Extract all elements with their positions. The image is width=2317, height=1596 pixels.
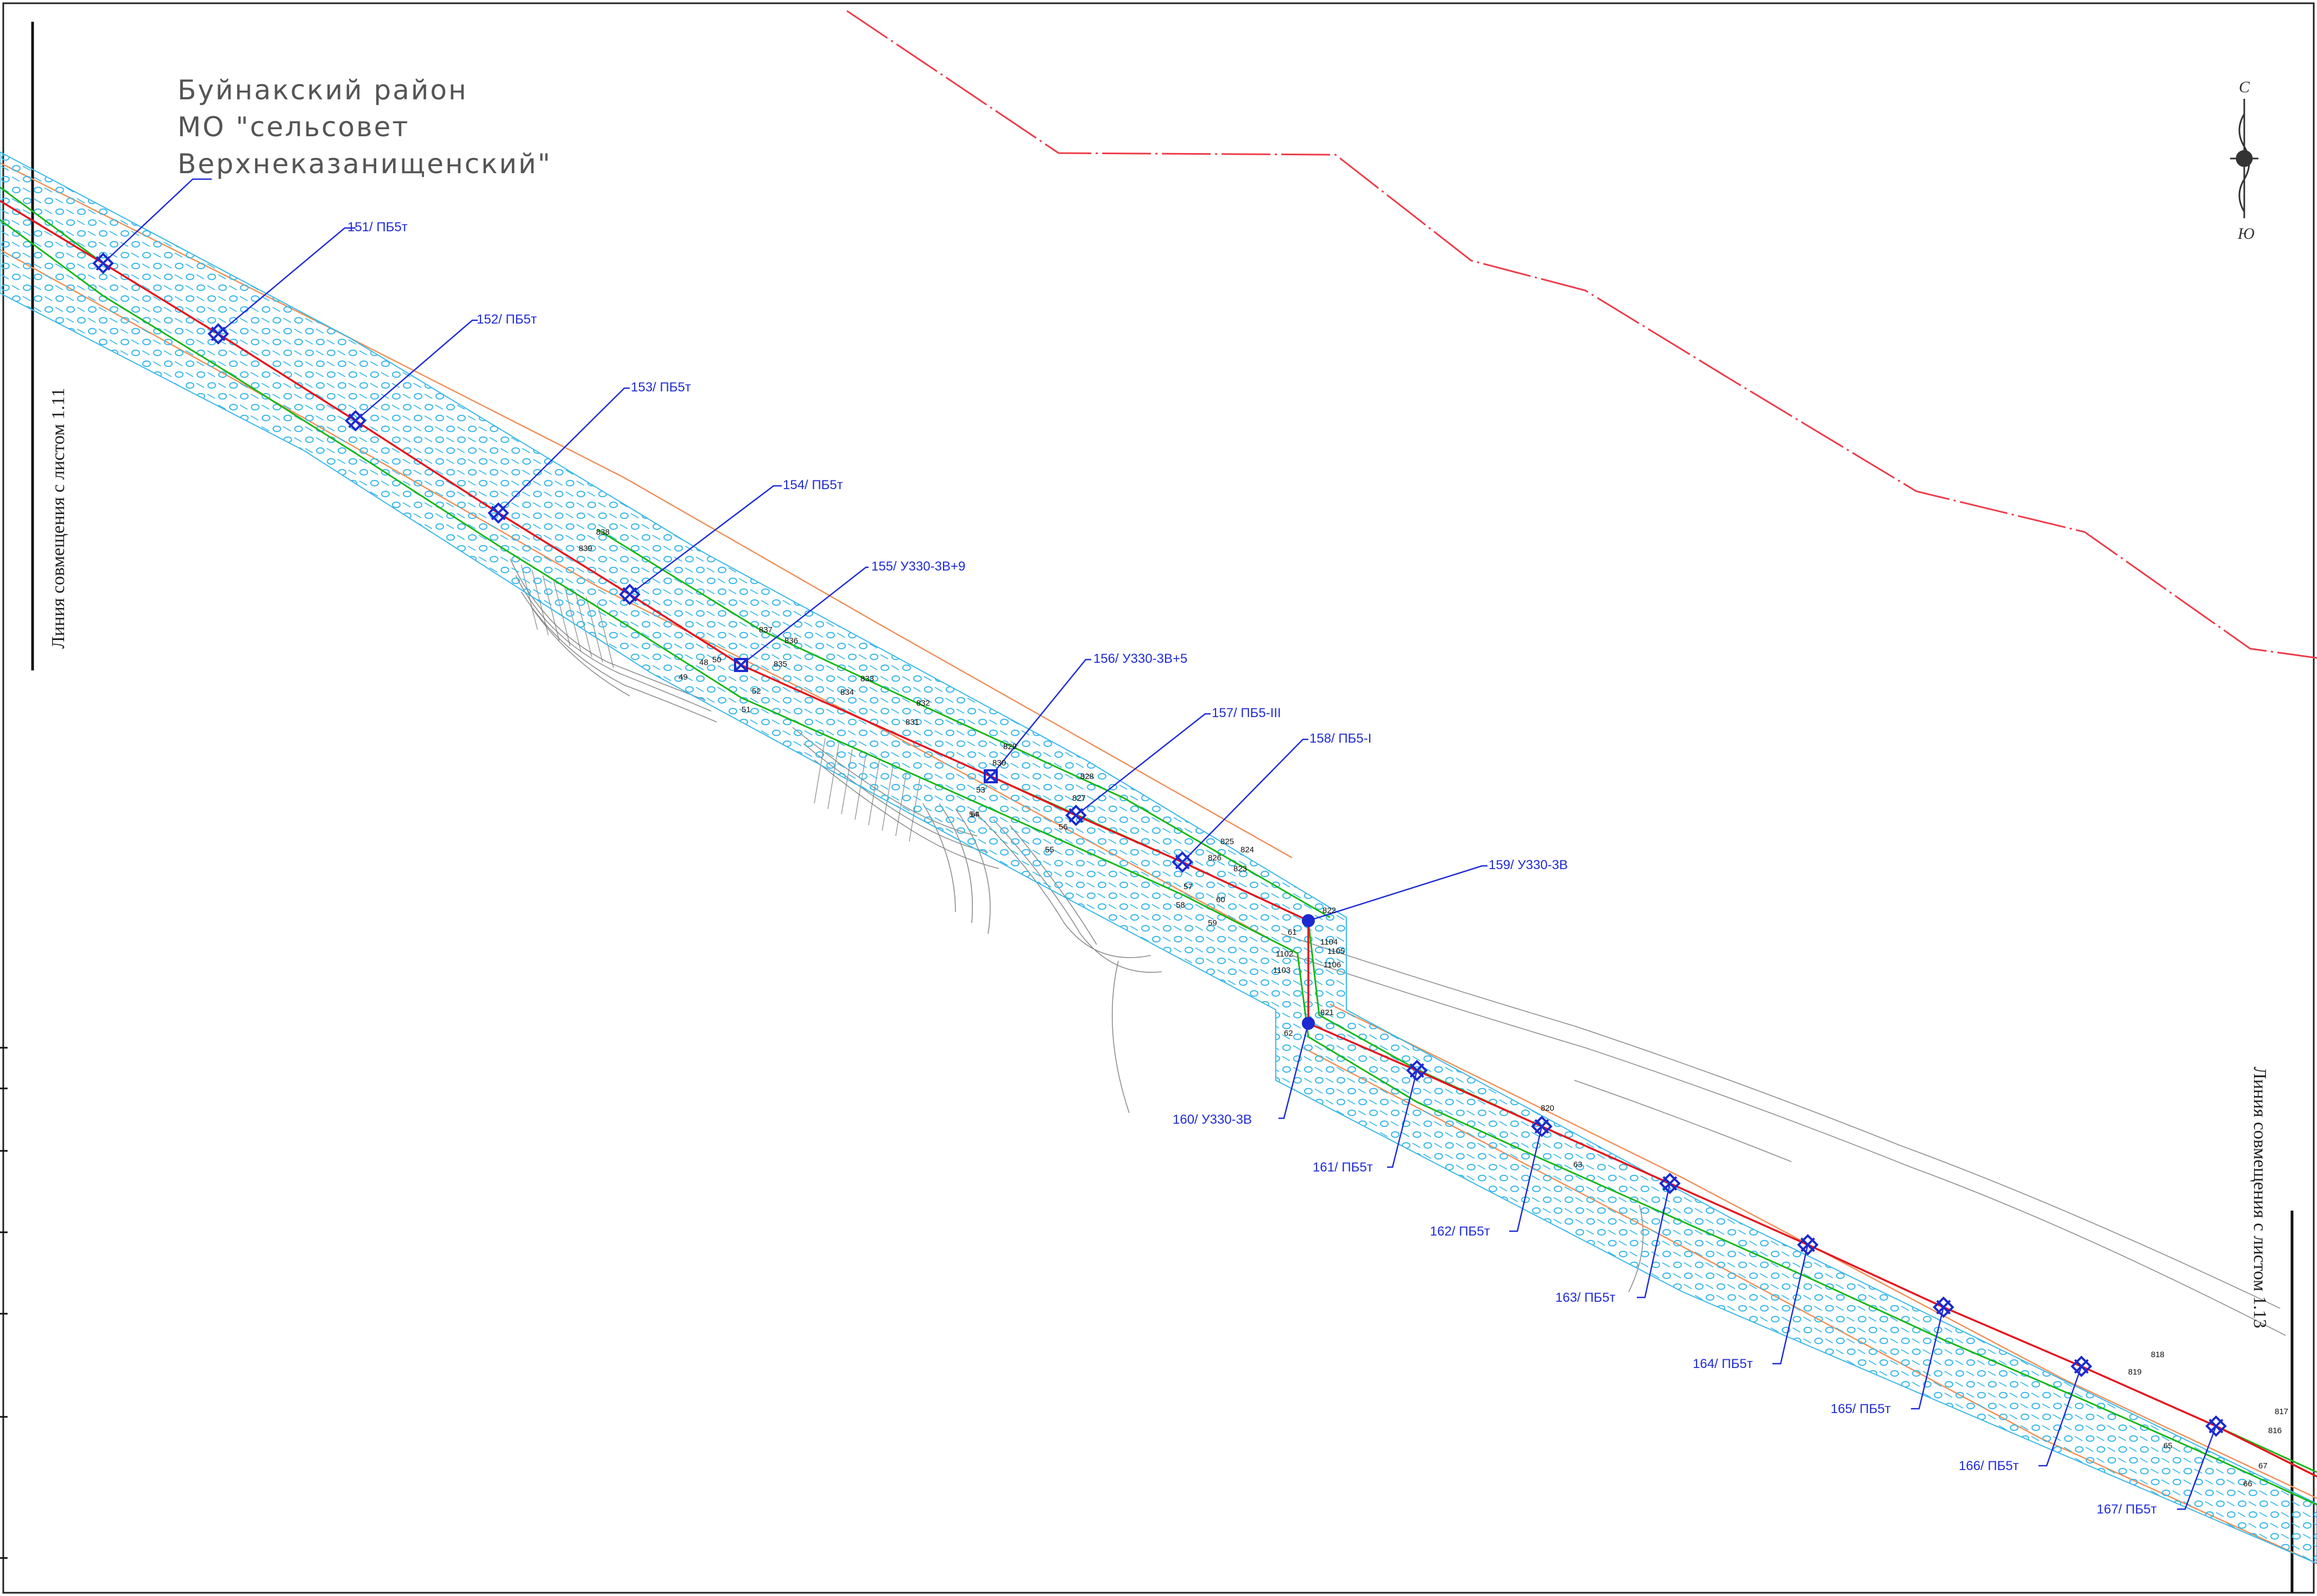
picket-number: 825 [1220,837,1234,846]
picket-number: 56 [1059,822,1068,832]
picket-number: 818 [2151,1350,2164,1359]
picket-number: 66 [2243,1479,2252,1489]
picket-number: 63 [1573,1160,1582,1169]
north-arrow: С Ю [2230,78,2258,243]
tower-label: 163/ ПБ5т [1555,1290,1616,1305]
picket-number: 833 [860,674,874,683]
picket-number: 51 [742,705,751,714]
picket-number: 48 [699,658,708,667]
picket-number: 827 [1072,794,1086,803]
picket-number: 822 [1322,906,1336,915]
picket-number: 821 [1320,1008,1334,1017]
picket-number: 54 [969,810,978,819]
picket-number: 62 [1284,1029,1293,1038]
tower-label: 164/ ПБ5т [1693,1357,1753,1371]
tower-label: 166/ ПБ5т [1959,1459,2019,1473]
picket-number: 64 [971,810,980,819]
picket-number: 832 [916,699,930,708]
district-boundary-line [846,10,2317,659]
picket-number: 57 [1183,882,1193,891]
picket-number: 831 [906,718,919,727]
picket-number: 1102 [1276,949,1293,959]
picket-number: 824 [1240,845,1254,854]
picket-number: 830 [992,758,1006,768]
south-letter: Ю [2237,225,2255,243]
picket-number: 823 [1233,864,1247,873]
picket-number: 820 [1541,1104,1554,1113]
picket-numbers: 838 839 837 836 835 834 833 832 831 830 … [579,528,2288,1489]
region-title-line2: МО "сельсовет [178,111,410,143]
picket-number: 58 [1176,901,1185,910]
picket-number: 1104 [1320,938,1338,947]
tower-label: 153/ ПБ5т [631,380,691,395]
picket-number: 1106 [1324,960,1341,970]
tower-label: 159/ У330-3В [1489,858,1568,872]
picket-number: 837 [759,625,773,635]
picket-number: 826 [1208,853,1221,863]
picket-number: 839 [579,544,592,553]
tower-label: 161/ ПБ5т [1313,1160,1373,1175]
forest-corridor [0,151,2317,1565]
tower-label: 165/ ПБ5т [1831,1402,1891,1416]
picket-number: 53 [976,786,985,795]
picket-number: 52 [752,687,761,696]
frame-left-stamp-ticks [0,1047,8,1559]
picket-number: 828 [1080,772,1094,781]
tower-label: 160/ У330-3В [1173,1112,1252,1127]
picket-number: 60 [1216,895,1225,904]
region-title-line3: Верхнеказанищенский" [178,148,552,180]
tower-label: 162/ ПБ5т [1430,1224,1490,1239]
tower-label: 167/ ПБ5т [2097,1502,2157,1517]
picket-number: 829 [1003,742,1017,751]
north-letter: С [2239,78,2250,96]
tower-label: 157/ ПБ5-III [1212,706,1281,720]
picket-number: 55 [1045,845,1054,854]
picket-number: 49 [679,673,688,682]
picket-number: 834 [840,688,854,697]
picket-number: 61 [1288,928,1297,937]
match-line-left-label: Линия совмещения с листом 1.11 [48,388,68,649]
match-line-right-label: Линия совмещения с листом 1.13 [2250,1067,2270,1328]
picket-number: 819 [2128,1367,2142,1377]
picket-number: 836 [784,636,798,645]
tower-label: 152/ ПБ5т [477,312,537,327]
picket-number: 1103 [1273,966,1290,975]
picket-number: 838 [596,528,610,537]
picket-number: 835 [774,660,787,669]
picket-number: 816 [2268,1426,2282,1435]
picket-number: 65 [2163,1441,2173,1451]
power-line-route [0,200,2317,1478]
tower-label: 155/ У330-3В+9 [871,559,965,574]
picket-number: 67 [2258,1461,2268,1471]
tower-label: 156/ У330-3В+5 [1093,651,1187,666]
picket-number: 59 [1208,919,1217,928]
picket-number: 50 [712,655,721,664]
tower-label: 154/ ПБ5т [783,478,843,492]
tower-callout-leaders [103,178,2217,1510]
region-title: Буйнакский район МО "сельсовет Верхнеказ… [178,74,552,180]
compass-needle-icon [2230,99,2258,218]
picket-number: 1105 [1327,947,1345,956]
tower-label: 158/ ПБ5-I [1309,731,1371,746]
tower-labels: 151/ ПБ5т 152/ ПБ5т 153/ ПБ5т 154/ ПБ5т … [347,220,2157,1517]
picket-number: 817 [2275,1407,2288,1416]
tower-label: 151/ ПБ5т [347,220,408,235]
region-title-line1: Буйнакский район [178,74,468,106]
